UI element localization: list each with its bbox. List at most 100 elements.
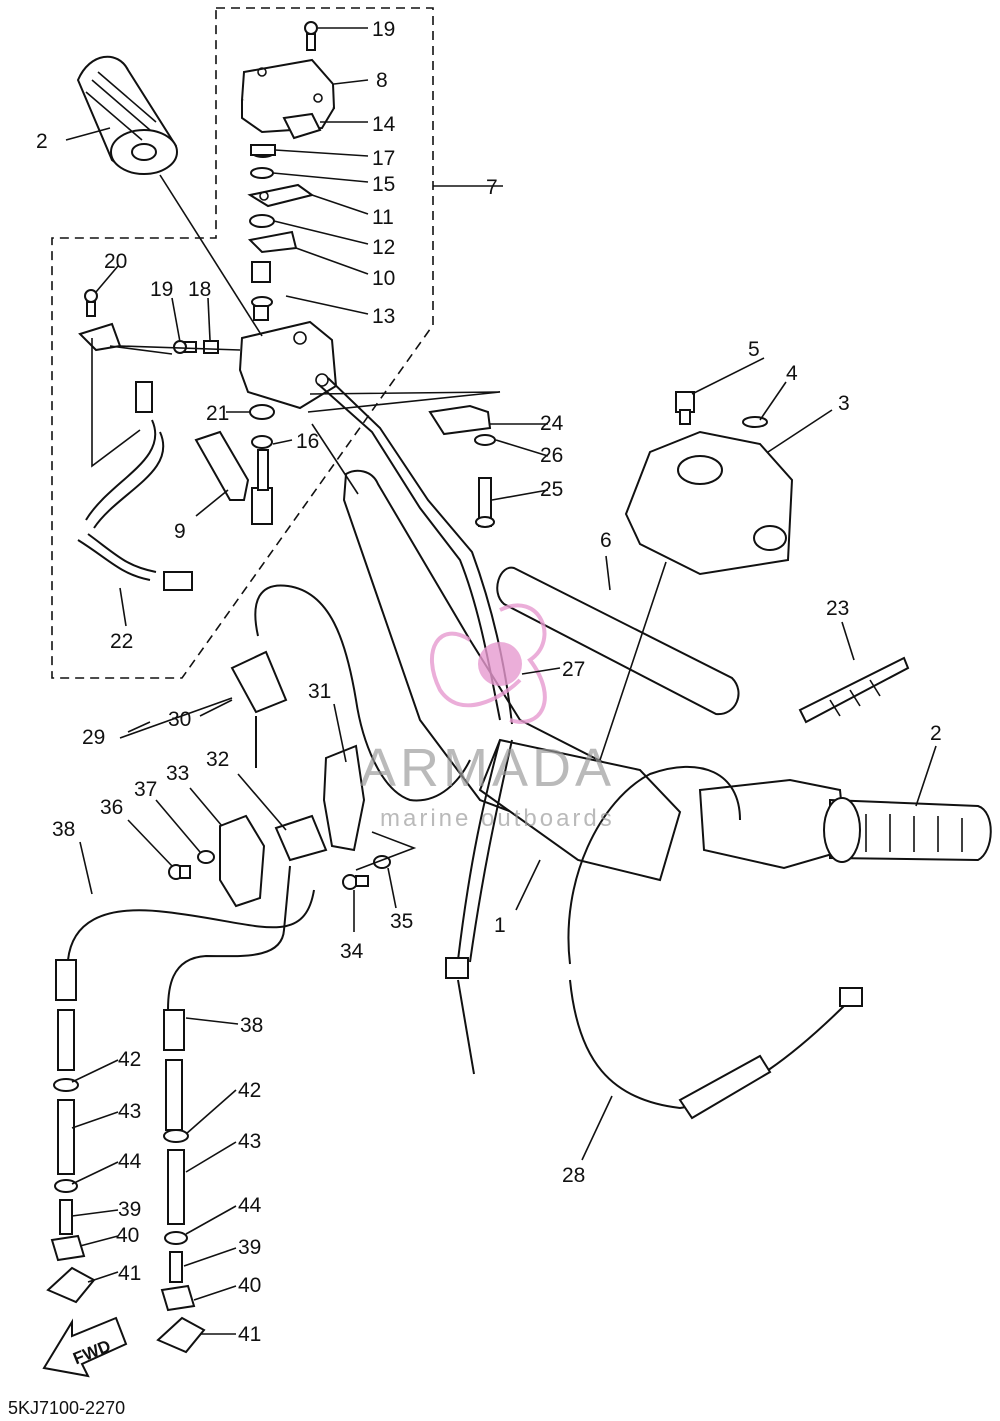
callout-8: 8 xyxy=(376,69,388,92)
callout-27: 27 xyxy=(562,658,585,681)
spring-43-left xyxy=(57,1099,75,1175)
clutch-cable-adjuster xyxy=(678,1054,772,1120)
washer-26 xyxy=(474,434,496,446)
callout-44-left: 44 xyxy=(118,1150,142,1173)
nut-41-left xyxy=(46,1266,96,1304)
forward-arrow: FWD xyxy=(42,1316,128,1378)
handlebar-sleeve-6 xyxy=(496,566,740,716)
screw-20 xyxy=(84,289,98,317)
bracket-10 xyxy=(247,230,298,254)
callout-2-left: 2 xyxy=(36,130,48,153)
callout-39-left: 39 xyxy=(118,1198,141,1221)
nut-17 xyxy=(250,144,276,158)
collar-13 xyxy=(251,261,273,321)
cap-40-left xyxy=(50,1234,86,1262)
callout-33: 33 xyxy=(166,762,189,785)
callout-42-right: 42 xyxy=(238,1079,261,1102)
clip-42-right xyxy=(163,1129,189,1143)
watermark-brand: ARMADA xyxy=(360,738,615,798)
washer-12 xyxy=(249,214,275,228)
callout-40-right: 40 xyxy=(238,1274,261,1297)
watermark-tagline: marine outboards xyxy=(380,805,615,832)
callout-20: 20 xyxy=(104,250,127,273)
clutch-cable-end xyxy=(839,987,863,1007)
bracket-32 xyxy=(274,814,328,862)
callout-7: 7 xyxy=(486,176,498,199)
callout-14: 14 xyxy=(372,113,396,136)
spring-left-upper xyxy=(57,1009,75,1071)
callout-4: 4 xyxy=(786,362,798,385)
callout-39-right: 39 xyxy=(238,1236,261,1259)
callout-23: 23 xyxy=(826,597,849,620)
bolt-25 xyxy=(475,477,495,528)
cable-tie-23 xyxy=(798,656,910,724)
cable-guide-30 xyxy=(230,650,288,714)
callout-30: 30 xyxy=(168,708,191,731)
callout-37: 37 xyxy=(134,778,157,801)
throttle-cable-27-lower-2 xyxy=(469,739,513,963)
clutch-cable-28 xyxy=(569,979,851,1110)
callout-44-right: 44 xyxy=(238,1194,262,1217)
callout-19-top: 19 xyxy=(372,18,395,41)
callout-32: 32 xyxy=(206,748,229,771)
callout-41-left: 41 xyxy=(118,1262,141,1285)
lead-38-right-sleeve xyxy=(163,1009,185,1051)
handlebar-cover-3 xyxy=(624,430,794,576)
lead-wire-38-left xyxy=(67,889,315,961)
diagram-code: 5KJ7100-2270 xyxy=(8,1398,125,1418)
screw-36 xyxy=(168,864,191,880)
screw-34 xyxy=(342,874,369,890)
spring-39-left xyxy=(59,1199,73,1235)
switch-lead-lower xyxy=(77,539,151,581)
throttle-cable-27-lower xyxy=(457,739,501,961)
right-grip-2 xyxy=(823,797,992,863)
callout-11: 11 xyxy=(372,206,394,229)
washer-18 xyxy=(203,340,219,354)
callout-36: 36 xyxy=(100,796,123,819)
callout-34: 34 xyxy=(340,940,364,963)
screw-19-top xyxy=(304,21,318,51)
wire-terminal-22 xyxy=(163,571,193,591)
callout-2-right: 2 xyxy=(930,722,942,745)
spring-39-right xyxy=(169,1251,183,1283)
callout-10: 10 xyxy=(372,267,395,290)
armada-watermark: ARMADA marine outboards xyxy=(360,603,615,832)
callout-9: 9 xyxy=(174,520,186,543)
washer-37 xyxy=(197,850,215,864)
throttle-cable-adjuster xyxy=(445,957,469,979)
callout-26: 26 xyxy=(540,444,563,467)
brake-cable-30 xyxy=(254,584,471,802)
switch-lead-upper xyxy=(85,419,157,521)
nut-41-right xyxy=(156,1316,206,1354)
brake-switch-31 xyxy=(322,744,366,852)
watermark-logo-dot xyxy=(478,642,522,686)
cap-40-right xyxy=(160,1284,196,1312)
callout-18: 18 xyxy=(188,278,211,301)
callout-28: 28 xyxy=(562,1164,585,1187)
callout-16: 16 xyxy=(296,430,319,453)
switch-connector xyxy=(135,381,153,413)
switch-lead-upper-2 xyxy=(93,431,165,529)
throttle-lever-9 xyxy=(194,430,273,525)
brake-switch-33 xyxy=(219,814,266,908)
callout-31: 31 xyxy=(308,680,331,703)
callout-21: 21 xyxy=(206,402,229,425)
screw-19-side xyxy=(173,340,197,354)
callout-15: 15 xyxy=(372,173,395,196)
callout-22: 22 xyxy=(110,630,133,653)
screw-5 xyxy=(675,391,695,425)
left-grip-2 xyxy=(76,55,178,175)
handlebar-1 xyxy=(342,469,682,882)
lead-wire-38-right xyxy=(167,865,291,1011)
callout-25: 25 xyxy=(540,478,563,501)
spring-43-right xyxy=(167,1149,185,1225)
watermark-logo-swirl-2 xyxy=(499,603,547,724)
throttle-cable-end xyxy=(457,979,475,1075)
switch-lead-lower-2 xyxy=(87,533,157,573)
callout-1: 1 xyxy=(494,914,506,937)
washer-44-right xyxy=(164,1231,188,1245)
switch-assembly-boundary xyxy=(51,7,434,679)
callout-29: 29 xyxy=(82,726,105,749)
